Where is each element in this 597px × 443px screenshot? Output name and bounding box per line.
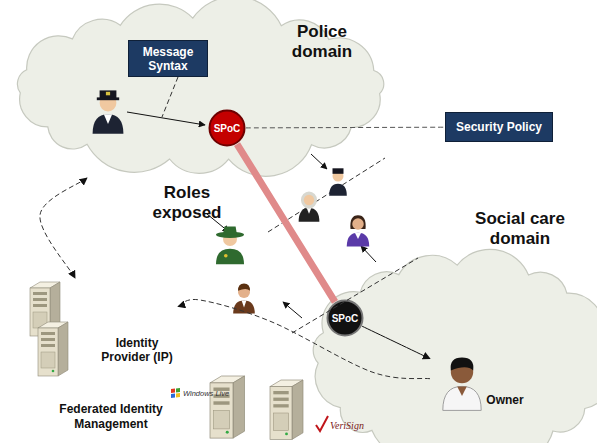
role-judge-part bbox=[301, 191, 317, 208]
role-police-part bbox=[333, 168, 344, 174]
owner-node: Owner bbox=[430, 355, 540, 415]
owner-figure-part bbox=[451, 361, 473, 383]
federation-servers bbox=[210, 376, 303, 439]
role-arrow bbox=[361, 246, 376, 262]
role-judge bbox=[299, 191, 320, 221]
police-domain-cloud: Police domainMessage SyntaxSPoC bbox=[0, 0, 400, 178]
police-officer-part bbox=[100, 95, 117, 112]
role-carer bbox=[347, 215, 370, 246]
police-officer-part bbox=[106, 92, 110, 96]
cloud-outline-part bbox=[313, 249, 597, 443]
roles-label: Roles exposed bbox=[138, 183, 236, 223]
ip-servers-part bbox=[38, 322, 68, 376]
identity-provider-node: Identity Provider (IP) bbox=[28, 278, 178, 378]
role-judge-part bbox=[299, 208, 320, 222]
role-ranger bbox=[216, 226, 244, 264]
domain-link bbox=[237, 144, 335, 302]
owner-figure-part bbox=[451, 358, 474, 371]
role-ranger-part bbox=[223, 232, 237, 246]
role-carer-part bbox=[355, 233, 361, 239]
role-arrow bbox=[283, 302, 302, 318]
spoc-circle: SPoC bbox=[326, 299, 364, 337]
cloud-outline bbox=[298, 247, 597, 443]
role-boundary bbox=[292, 258, 418, 333]
role-ranger-part bbox=[216, 232, 244, 238]
role-worker-part bbox=[238, 284, 250, 291]
identity-link bbox=[178, 299, 430, 378]
federation-label: Federated Identity Management bbox=[36, 402, 186, 432]
role-judge-part bbox=[307, 208, 312, 214]
circle-outline-part bbox=[210, 111, 245, 146]
owner-arrow bbox=[362, 326, 430, 359]
spoc-circle: SPoC bbox=[208, 109, 246, 147]
role-police bbox=[329, 168, 347, 196]
social-care-domain-cloud: Social care domainSPoC Owner bbox=[298, 205, 597, 443]
node-text: Security Policy bbox=[456, 120, 542, 134]
role-ranger-part bbox=[216, 249, 244, 264]
role-police-part bbox=[333, 171, 344, 182]
federation-servers-part bbox=[210, 376, 245, 438]
police-officer-part bbox=[93, 114, 124, 134]
windows-live-flag-part bbox=[171, 394, 175, 398]
police-officer-part bbox=[104, 114, 112, 124]
message-syntax-box: Message Syntax bbox=[128, 40, 208, 77]
officer-arrow bbox=[127, 112, 205, 125]
role-ranger-part bbox=[223, 226, 237, 234]
ip-servers-part bbox=[30, 282, 60, 336]
police-officer bbox=[93, 90, 124, 133]
role-police-part bbox=[329, 184, 347, 196]
syntax-leader bbox=[162, 77, 178, 117]
police-officer-part bbox=[100, 90, 117, 98]
logo-label: Windows Live bbox=[183, 389, 243, 398]
verisign-check bbox=[316, 416, 328, 431]
box-outline-part bbox=[446, 113, 553, 142]
role-worker-part bbox=[238, 286, 250, 298]
cloud-outline-part bbox=[17, 0, 383, 176]
box-outline-part bbox=[129, 41, 208, 77]
node-text: SPoC bbox=[332, 313, 359, 324]
security-policy-box: Security Policy bbox=[445, 112, 553, 142]
windows-live-flag-part bbox=[171, 389, 175, 393]
role-arrow bbox=[311, 154, 327, 169]
role-carer-part bbox=[347, 233, 370, 247]
police-officer-part bbox=[97, 97, 119, 100]
role-carer-part bbox=[350, 215, 365, 229]
node-text: Message Syntax bbox=[130, 45, 206, 73]
role-worker bbox=[233, 284, 255, 314]
logo-label: VeriSign bbox=[330, 420, 390, 431]
circle-outline-part bbox=[328, 301, 363, 336]
owner-figure bbox=[443, 358, 481, 411]
role-ranger-part bbox=[224, 254, 228, 258]
role-judge-part bbox=[304, 195, 314, 205]
identity-link bbox=[40, 178, 87, 278]
owner-figure-part bbox=[443, 386, 481, 410]
policy-link bbox=[246, 127, 445, 129]
federation-servers-part bbox=[270, 380, 303, 439]
role-boundary bbox=[268, 158, 385, 232]
node-text: Police domain bbox=[272, 22, 372, 62]
role-worker-part bbox=[233, 300, 255, 313]
node-text: Identity Provider (IP) bbox=[94, 336, 180, 364]
owner-figure-part bbox=[457, 386, 467, 396]
ip-servers bbox=[30, 282, 68, 376]
windows-live-flag-part bbox=[176, 393, 180, 397]
role-worker-part bbox=[242, 300, 247, 307]
windows-live-flag-part bbox=[176, 388, 180, 392]
node-text: Owner bbox=[480, 393, 530, 407]
node-text: Social care domain bbox=[456, 209, 584, 249]
node-text: SPoC bbox=[214, 123, 241, 134]
windows-live-flag bbox=[171, 388, 180, 398]
role-carer-part bbox=[352, 218, 364, 230]
